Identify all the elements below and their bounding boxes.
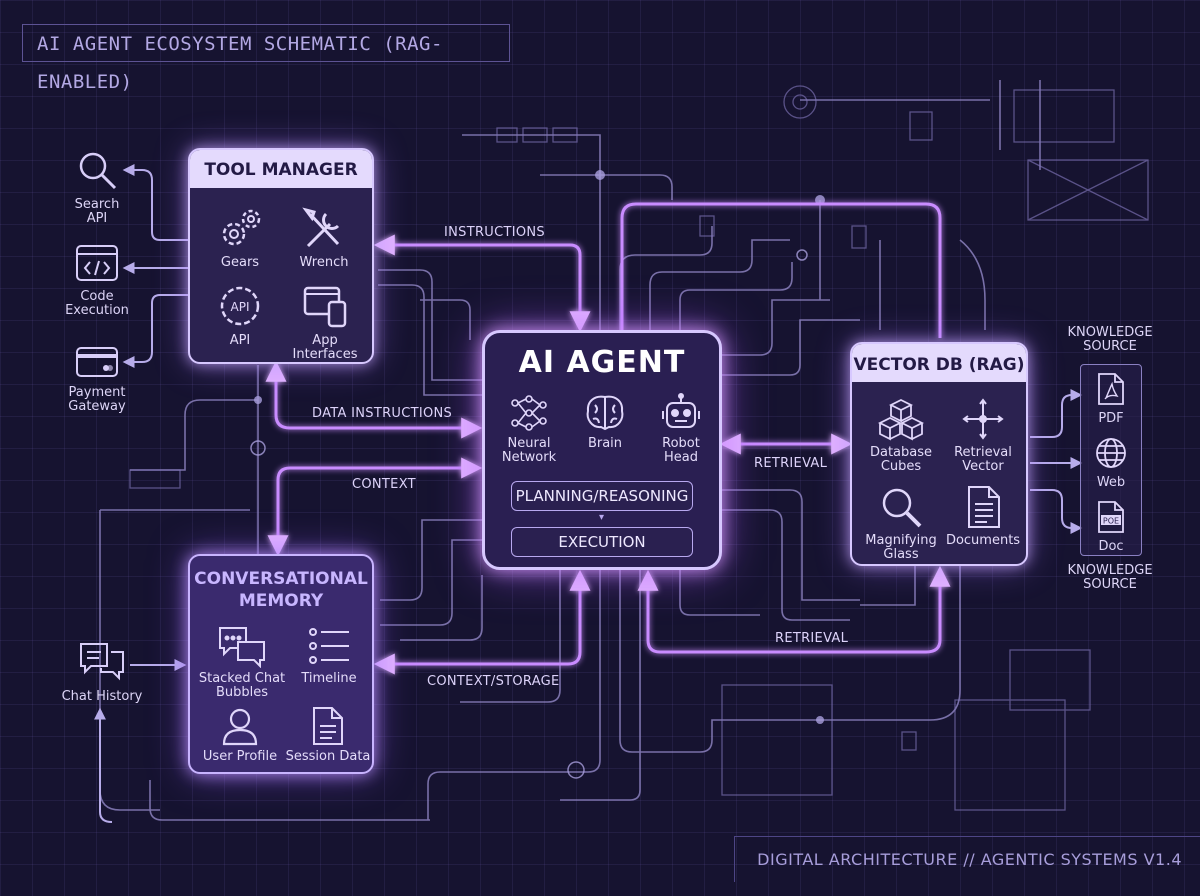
gears-icon <box>222 209 261 246</box>
app-interfaces-item: App Interfaces <box>278 284 372 362</box>
retrieval-vector-icon <box>962 398 1004 440</box>
user-profile-item: User Profile <box>192 706 288 764</box>
retrieval-label-bottom: RETRIEVAL <box>775 631 849 646</box>
chat-history-source: Chat History <box>56 640 148 704</box>
wrench-screwdriver-icon <box>302 207 340 248</box>
data-instructions-label: DATA INSTRUCTIONS <box>312 406 453 421</box>
diagram-title: AI AGENT ECOSYSTEM SCHEMATIC (RAG-ENABLE… <box>22 24 510 93</box>
context-edge <box>267 457 483 557</box>
api-gear-icon: API <box>220 286 260 326</box>
stage-arrow: ▾ <box>599 512 605 523</box>
database-cubes-icon <box>877 398 925 441</box>
gears-item: Gears <box>198 206 282 270</box>
planning-reasoning-stage: PLANNING/REASONING <box>511 481 693 511</box>
svg-text:API: API <box>231 300 250 314</box>
neural-network-icon <box>511 395 547 431</box>
ai-agent-title: AI AGENT <box>518 345 686 380</box>
retrieval-edge-bottom <box>637 565 951 654</box>
execution-stage: EXECUTION <box>511 527 693 557</box>
instructions-edge <box>373 234 591 333</box>
brain-item: Brain <box>569 393 641 451</box>
app-interfaces-icon <box>303 286 347 328</box>
search-icon <box>79 152 117 190</box>
tool-branches <box>94 164 1083 823</box>
session-data-item: Session Data <box>282 706 372 764</box>
timeline-item: Timeline <box>286 624 372 686</box>
context-storage-label: CONTEXT/STORAGE <box>427 674 560 689</box>
chat-bubbles-icon <box>219 627 265 668</box>
retrieval-edge-top <box>620 202 942 338</box>
data-instructions-edge <box>265 360 483 439</box>
svg-text:POE: POE <box>1103 517 1119 526</box>
chat-history-icon <box>80 643 124 681</box>
instructions-label: INSTRUCTIONS <box>444 225 545 240</box>
code-window-icon <box>76 245 118 281</box>
web-source: Web <box>1080 436 1142 490</box>
robot-head-icon <box>662 393 700 428</box>
footer-caption: DIGITAL ARCHITECTURE // AGENTIC SYSTEMS … <box>734 836 1200 882</box>
decor-chips <box>129 85 1149 811</box>
glow-connections <box>265 202 951 675</box>
tool-manager-box: TOOL MANAGER Gears Wrench API API App In… <box>188 148 374 364</box>
api-item: API API <box>198 284 282 348</box>
tool-manager-title: TOOL MANAGER <box>190 150 372 188</box>
user-profile-icon <box>222 708 258 746</box>
pdf-file-icon <box>1098 373 1124 405</box>
documents-item: Documents <box>938 484 1026 548</box>
timeline-list-icon <box>309 628 349 664</box>
session-data-file-icon <box>313 707 343 745</box>
wrench-item: Wrench <box>282 206 366 270</box>
globe-icon <box>1096 438 1126 468</box>
context-label: CONTEXT <box>352 477 416 492</box>
documents-icon <box>968 486 1000 528</box>
magnifying-glass-icon <box>882 488 922 528</box>
retrieval-label-middle: RETRIEVAL <box>754 456 828 471</box>
credit-card-icon <box>76 347 118 377</box>
pdf-source: PDF <box>1080 372 1142 426</box>
doc-file-icon: POE <box>1098 501 1124 533</box>
context-storage-edge <box>373 569 591 675</box>
doc-source: POE Doc <box>1080 500 1142 554</box>
brain-icon <box>586 395 624 431</box>
vector-db-title: VECTOR DB (RAG) <box>852 344 1026 382</box>
